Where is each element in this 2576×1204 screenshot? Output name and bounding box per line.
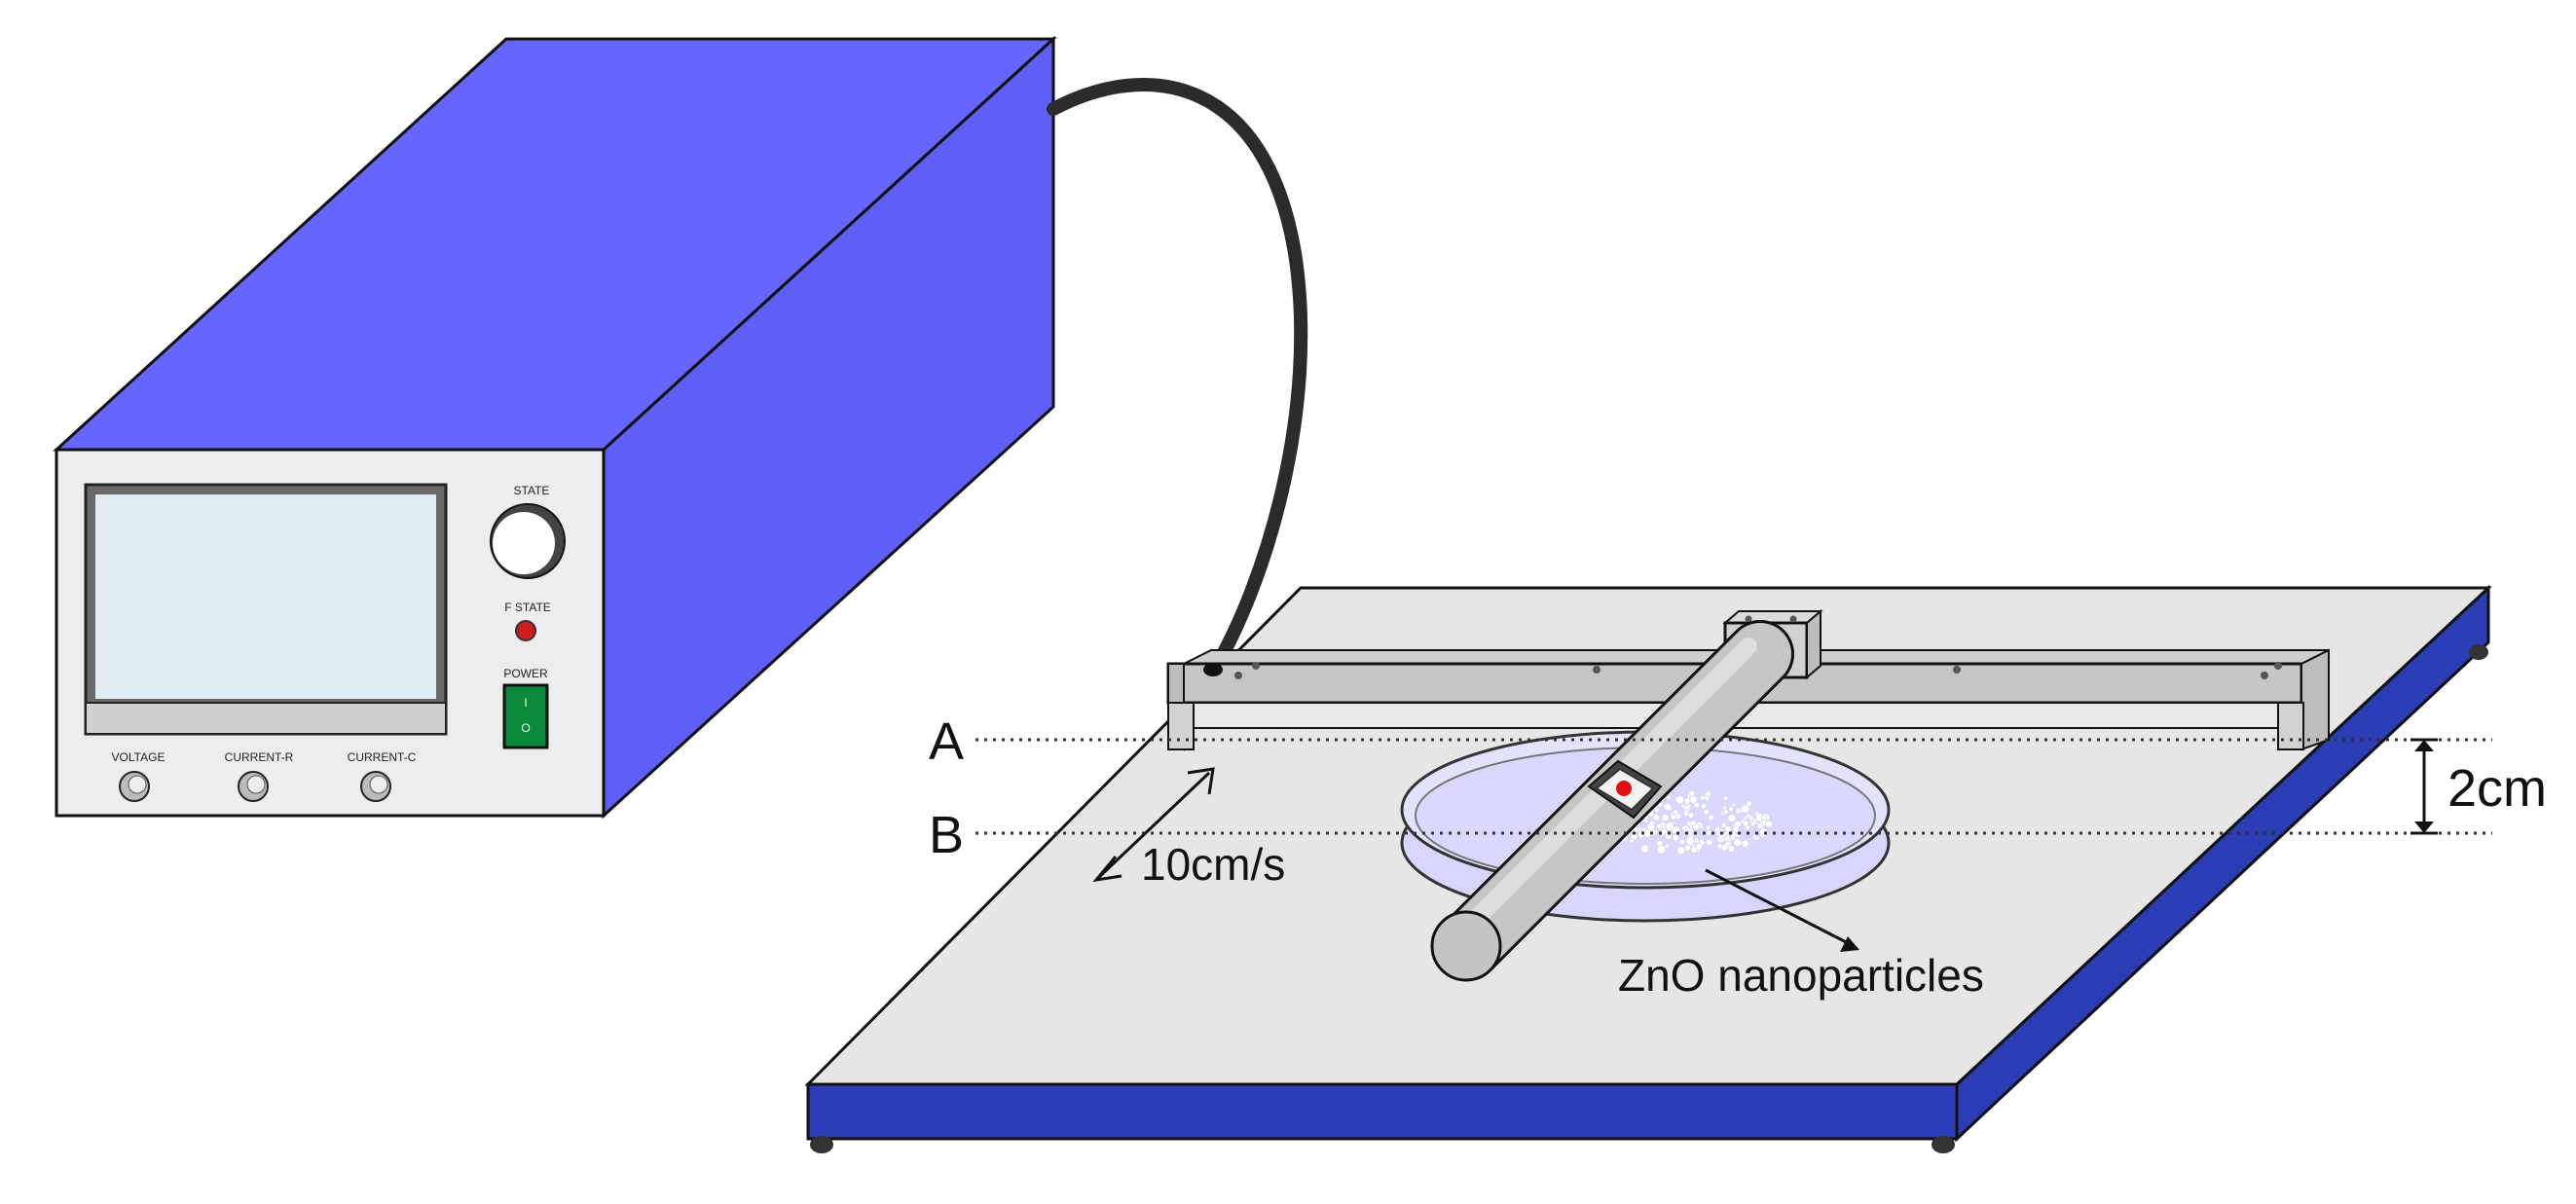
current-c-dial[interactable] bbox=[360, 771, 391, 802]
zno-particle bbox=[1722, 809, 1729, 815]
label-a: A bbox=[929, 712, 964, 771]
zno-particle bbox=[1733, 838, 1743, 847]
zno-particles bbox=[1609, 789, 1773, 856]
zno-particle bbox=[1750, 821, 1756, 827]
tube-end bbox=[1430, 910, 1502, 982]
zno-particle bbox=[1697, 821, 1703, 826]
dial-label-current-c: CURRENT-C bbox=[348, 750, 417, 764]
zno-particle bbox=[1688, 789, 1696, 797]
led-label: F STATE bbox=[504, 601, 551, 614]
power-switch-off: O bbox=[521, 721, 530, 735]
zno-particle bbox=[1646, 822, 1656, 831]
zno-particle bbox=[1695, 842, 1703, 851]
cable-plug bbox=[1203, 663, 1223, 676]
zno-particle bbox=[1746, 813, 1751, 819]
zno-particle bbox=[1731, 802, 1737, 808]
stage-front-edge bbox=[806, 1082, 1959, 1141]
nozzle-dot bbox=[1616, 781, 1632, 796]
zno-particle bbox=[1700, 802, 1708, 810]
zno-particle bbox=[1746, 800, 1752, 808]
nozzle-mount bbox=[1587, 759, 1663, 820]
zno-particle bbox=[1673, 809, 1678, 816]
zno-particle bbox=[1678, 838, 1686, 845]
zno-particle bbox=[1643, 818, 1649, 823]
zno-particle bbox=[1765, 820, 1773, 828]
current-r-dial[interactable] bbox=[238, 771, 269, 802]
zno-particle bbox=[1693, 801, 1701, 809]
zno-particle bbox=[1761, 815, 1767, 821]
speed-arrow bbox=[1092, 767, 1215, 883]
zno-particle bbox=[1756, 822, 1764, 830]
power-supply-unit: STATE F STATE POWER I O VOLTAGE CURRENT-… bbox=[53, 35, 1057, 820]
zno-particle bbox=[1732, 825, 1740, 833]
zno-particle bbox=[1720, 821, 1727, 828]
zno-particle bbox=[1741, 839, 1749, 848]
zno-particle bbox=[1687, 812, 1695, 820]
zno-particle bbox=[1672, 834, 1679, 842]
zno-particle bbox=[1742, 820, 1749, 827]
plasma-tube bbox=[1430, 620, 1794, 982]
zno-particle bbox=[1666, 794, 1672, 800]
label-zno: ZnO nanoparticles bbox=[1618, 950, 1984, 1001]
zno-particle bbox=[1658, 802, 1664, 808]
zno-particle bbox=[1652, 813, 1661, 821]
knob-label: STATE bbox=[514, 484, 550, 497]
dial-label-current-r: CURRENT-R bbox=[225, 750, 294, 764]
zno-particle bbox=[1700, 794, 1706, 801]
power-cable bbox=[1047, 78, 1308, 678]
zno-particle bbox=[1674, 795, 1685, 805]
zno-particle bbox=[1685, 836, 1695, 846]
voltage-dial[interactable] bbox=[119, 771, 150, 802]
zno-particle bbox=[1722, 795, 1729, 801]
zno-particle bbox=[1741, 804, 1750, 814]
zno-particle bbox=[1708, 814, 1714, 821]
zno-particle bbox=[1655, 822, 1663, 830]
rail-end-right bbox=[2300, 648, 2330, 751]
zno-particle bbox=[1705, 824, 1711, 831]
zno-particle bbox=[1689, 795, 1698, 804]
zno-particle bbox=[1670, 814, 1677, 821]
zno-particle bbox=[1690, 820, 1697, 826]
zno-particle bbox=[1680, 803, 1686, 809]
zno-particle bbox=[1727, 813, 1737, 822]
stage-foot-right bbox=[1932, 1136, 1955, 1153]
zno-particle bbox=[1629, 838, 1635, 844]
power-switch-label: POWER bbox=[503, 667, 548, 680]
zno-particle bbox=[1684, 844, 1692, 852]
zno-particle bbox=[1724, 825, 1732, 833]
zno-particle bbox=[1680, 825, 1686, 831]
stage-foot-back bbox=[2469, 644, 2488, 660]
power-switch-on: I bbox=[524, 696, 527, 710]
zno-particle bbox=[1663, 802, 1672, 812]
zno-particle bbox=[1728, 806, 1734, 813]
zno-particle bbox=[1758, 827, 1769, 838]
display-frame-bottom bbox=[85, 702, 447, 735]
zno-pointer bbox=[1705, 868, 1859, 952]
zno-particle bbox=[1656, 844, 1667, 855]
zno-particle bbox=[1665, 821, 1674, 831]
zno-particle bbox=[1703, 808, 1710, 816]
zno-particle bbox=[1653, 806, 1660, 813]
fault-led bbox=[515, 620, 536, 641]
dial-label-voltage: VOLTAGE bbox=[112, 750, 166, 764]
zno-particle bbox=[1727, 844, 1736, 853]
label-gap: 2cm bbox=[2447, 759, 2547, 818]
gap-dimension bbox=[2410, 738, 2438, 835]
zno-particle bbox=[1716, 843, 1723, 850]
label-speed: 10cm/s bbox=[1141, 839, 1285, 890]
zno-particle bbox=[1664, 843, 1670, 849]
display-screen bbox=[95, 494, 436, 699]
zno-particle bbox=[1706, 838, 1713, 846]
zno-particle bbox=[1676, 846, 1686, 856]
state-knob-face bbox=[493, 512, 555, 574]
zno-particle bbox=[1706, 829, 1712, 836]
label-b: B bbox=[929, 806, 964, 864]
zno-particle bbox=[1640, 844, 1649, 854]
stage-foot-left bbox=[810, 1136, 833, 1153]
zno-particle bbox=[1754, 834, 1761, 841]
zno-particle bbox=[1661, 813, 1670, 822]
power-switch[interactable] bbox=[502, 683, 549, 749]
